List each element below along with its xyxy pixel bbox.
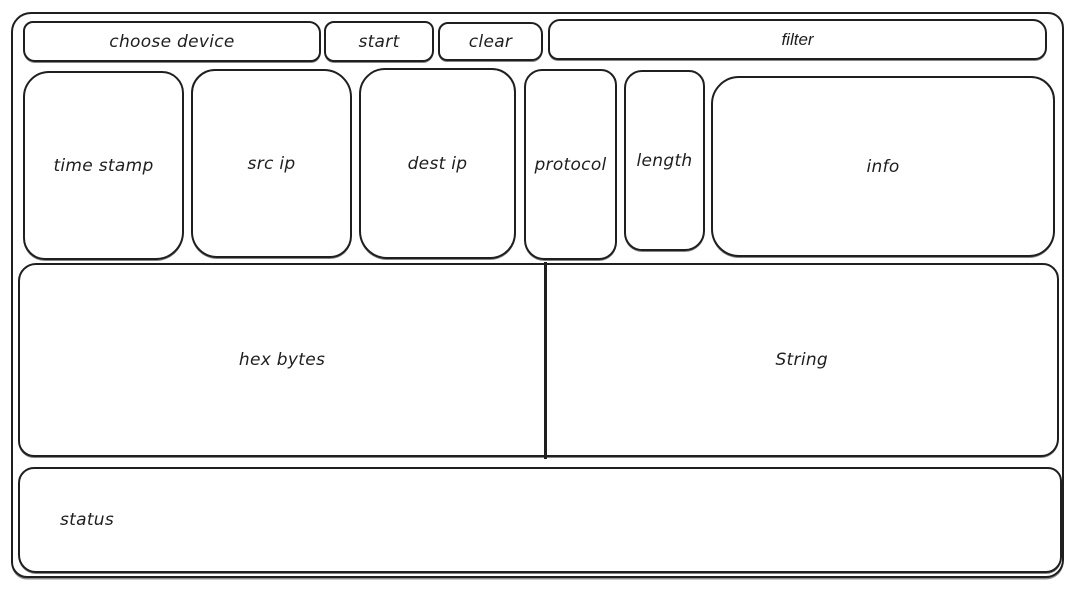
column-dest-ip: dest ip — [359, 68, 516, 259]
hex-bytes-pane-label: hex bytes — [238, 350, 326, 370]
start-label: start — [358, 31, 400, 52]
string-pane-label: String — [775, 350, 829, 370]
pane-divider — [544, 262, 547, 459]
filter-input[interactable] — [548, 19, 1047, 60]
app-frame: choose device start clear time stamp src… — [11, 12, 1064, 578]
column-protocol: protocol — [524, 69, 617, 260]
detail-area: hex bytes String — [18, 262, 1059, 459]
column-protocol-label: protocol — [534, 154, 607, 175]
column-time-stamp-label: time stamp — [53, 155, 154, 176]
column-src-ip: src ip — [191, 69, 352, 258]
column-info: info — [711, 76, 1055, 257]
column-length-label: length — [636, 150, 693, 171]
start-button[interactable]: start — [324, 21, 434, 62]
column-info-label: info — [866, 156, 900, 177]
column-src-ip-label: src ip — [247, 153, 296, 174]
status-label: status — [60, 510, 115, 530]
column-dest-ip-label: dest ip — [407, 153, 468, 174]
choose-device-button[interactable]: choose device — [23, 21, 321, 62]
column-length: length — [624, 70, 705, 251]
column-time-stamp: time stamp — [23, 71, 184, 260]
clear-button[interactable]: clear — [438, 22, 543, 61]
choose-device-label: choose device — [109, 31, 235, 52]
hex-bytes-pane: hex bytes — [20, 265, 544, 455]
status-bar: status — [18, 467, 1062, 573]
clear-label: clear — [468, 31, 513, 52]
string-pane: String — [547, 265, 1058, 455]
